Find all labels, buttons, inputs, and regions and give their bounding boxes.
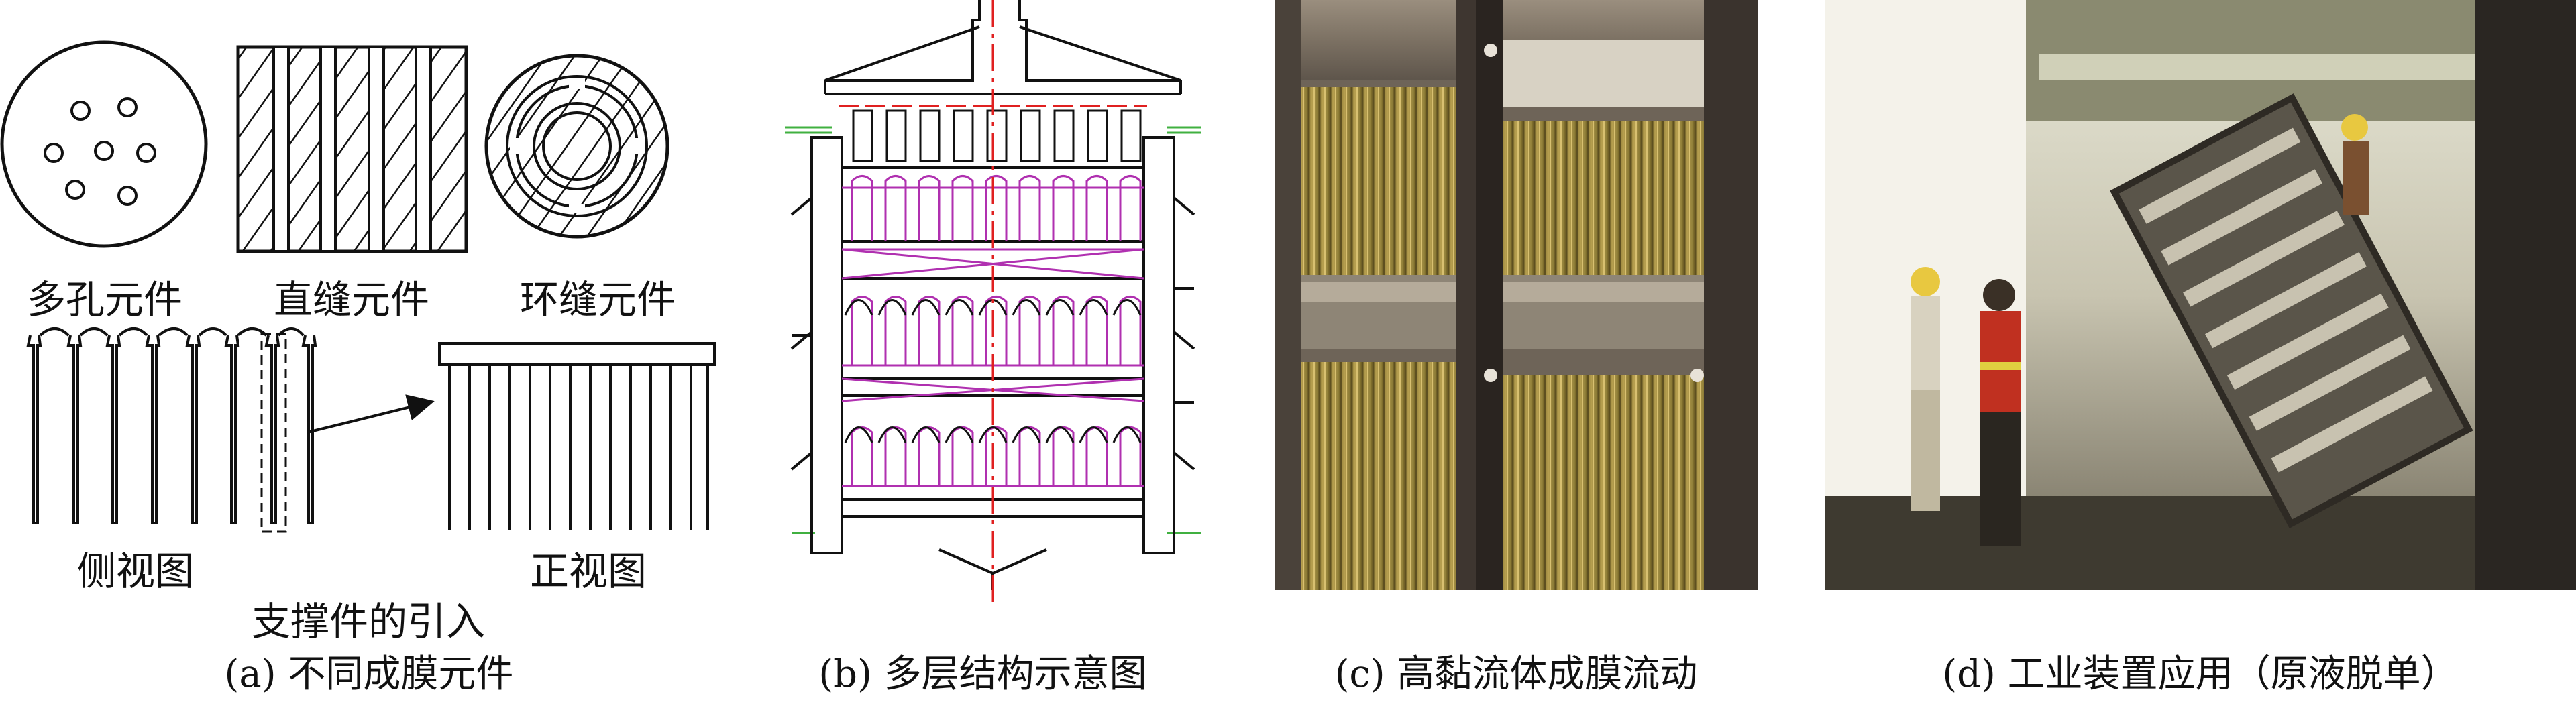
annular-slit-element-drawing [484,54,669,239]
annular-slit-element-label: 环缝元件 [520,277,676,322]
front-view-label: 正视图 [530,548,647,594]
porous-element-drawing [0,40,208,248]
multilayer-structure-drawing [785,0,1201,603]
center-line [839,0,1147,603]
front-view-drawing [438,342,716,530]
panel-d-industrial-photo: (d) 工业装置应用（原液脱单） [1825,0,2576,706]
industrial-application-photo [1825,0,2576,590]
side-view-label: 侧视图 [77,548,195,594]
equipment-rack [2110,93,2473,528]
distributor-nozzles [852,109,1142,162]
caption-d: (d) 工业装置应用（原液脱单） [1942,652,2459,696]
straight-slit-element-label: 直缝元件 [274,277,430,322]
film-flow-photo [1275,0,1758,590]
caption-a: (a) 不同成膜元件 [224,652,514,696]
panel-a-drawing [0,40,716,533]
panel-c-film-flow-photo: (c) 高黏流体成膜流动 [1275,0,1758,706]
caption-c: (c) 高黏流体成膜流动 [1334,652,1698,696]
straight-slit-element-drawing [236,45,468,253]
panel-a-film-elements: 多孔元件 直缝元件 环缝元件 侧视图 正视图 支撑件的引入 (a) 不同成膜元件 [0,0,738,706]
support-intro-label: 支撑件的引入 [252,599,486,644]
workers [1911,0,2576,590]
top-nozzle [824,0,1182,95]
caption-b: (b) 多层结构示意图 [818,652,1147,696]
side-view-drawing [26,327,435,533]
porous-element-label: 多孔元件 [27,277,183,322]
panel-b-multilayer-structure: (b) 多层结构示意图 [765,0,1201,706]
